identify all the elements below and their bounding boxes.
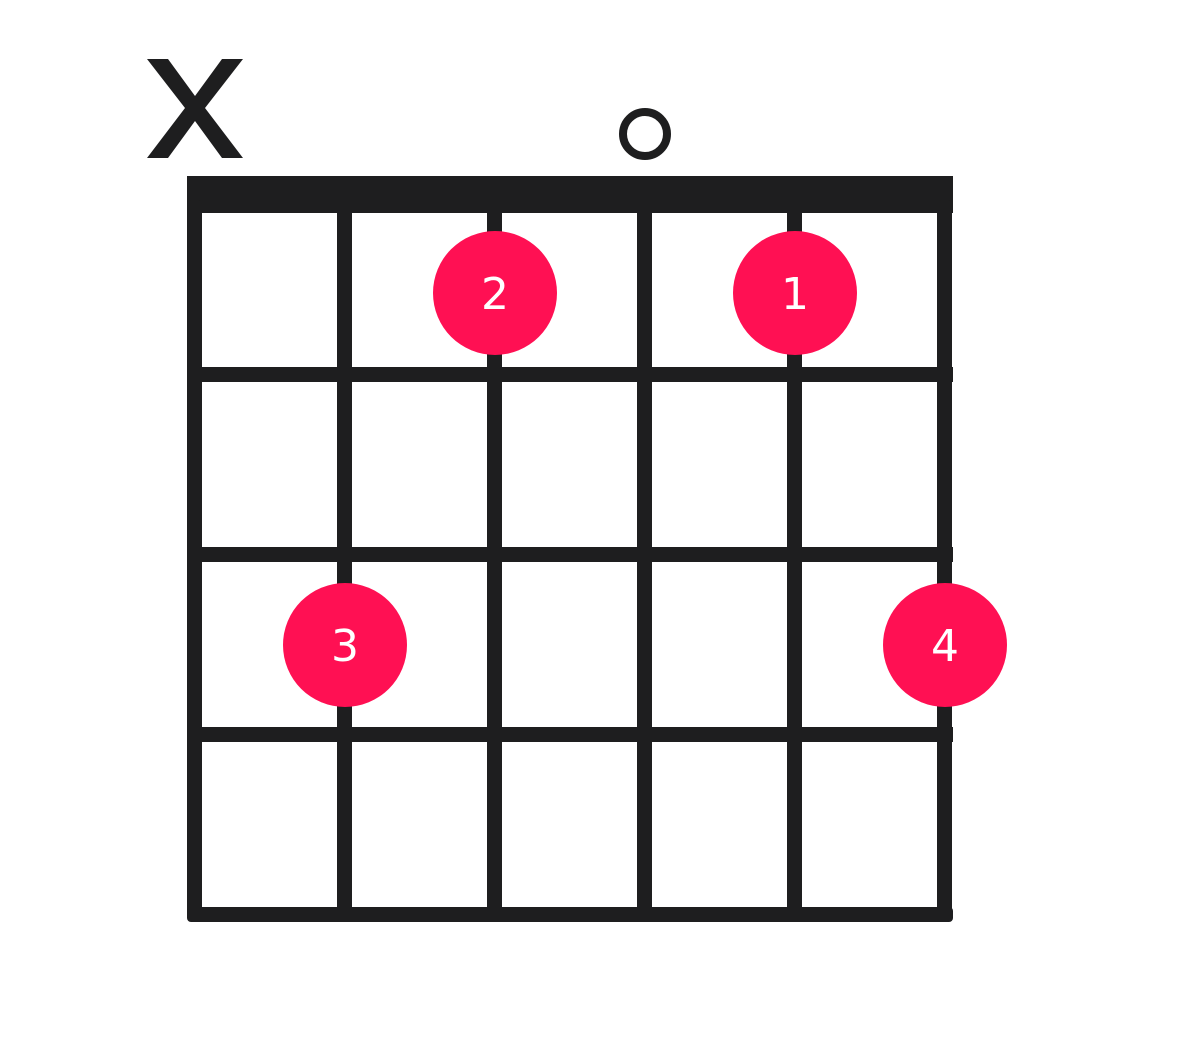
fret-2 — [187, 547, 953, 562]
finger-dot-circle — [283, 583, 407, 707]
finger-dot-circle — [433, 231, 557, 355]
open-circle-icon — [619, 108, 671, 160]
fret-1 — [187, 367, 953, 382]
x-icon — [147, 59, 243, 158]
finger-dot: 1 — [733, 231, 857, 355]
muted-string-marker — [147, 59, 243, 158]
fret-3 — [187, 727, 953, 742]
finger-number: 3 — [331, 621, 359, 672]
finger-dot: 2 — [433, 231, 557, 355]
fret-4 — [187, 907, 953, 922]
finger-dot: 3 — [283, 583, 407, 707]
frets — [187, 367, 953, 922]
nut — [187, 176, 953, 213]
open-string-marker — [619, 108, 671, 160]
finger-dot-circle — [883, 583, 1007, 707]
finger-number: 4 — [931, 621, 959, 672]
finger-dot: 4 — [883, 583, 1007, 707]
finger-dot-circle — [733, 231, 857, 355]
finger-number: 2 — [481, 269, 509, 320]
finger-number: 1 — [781, 269, 809, 320]
